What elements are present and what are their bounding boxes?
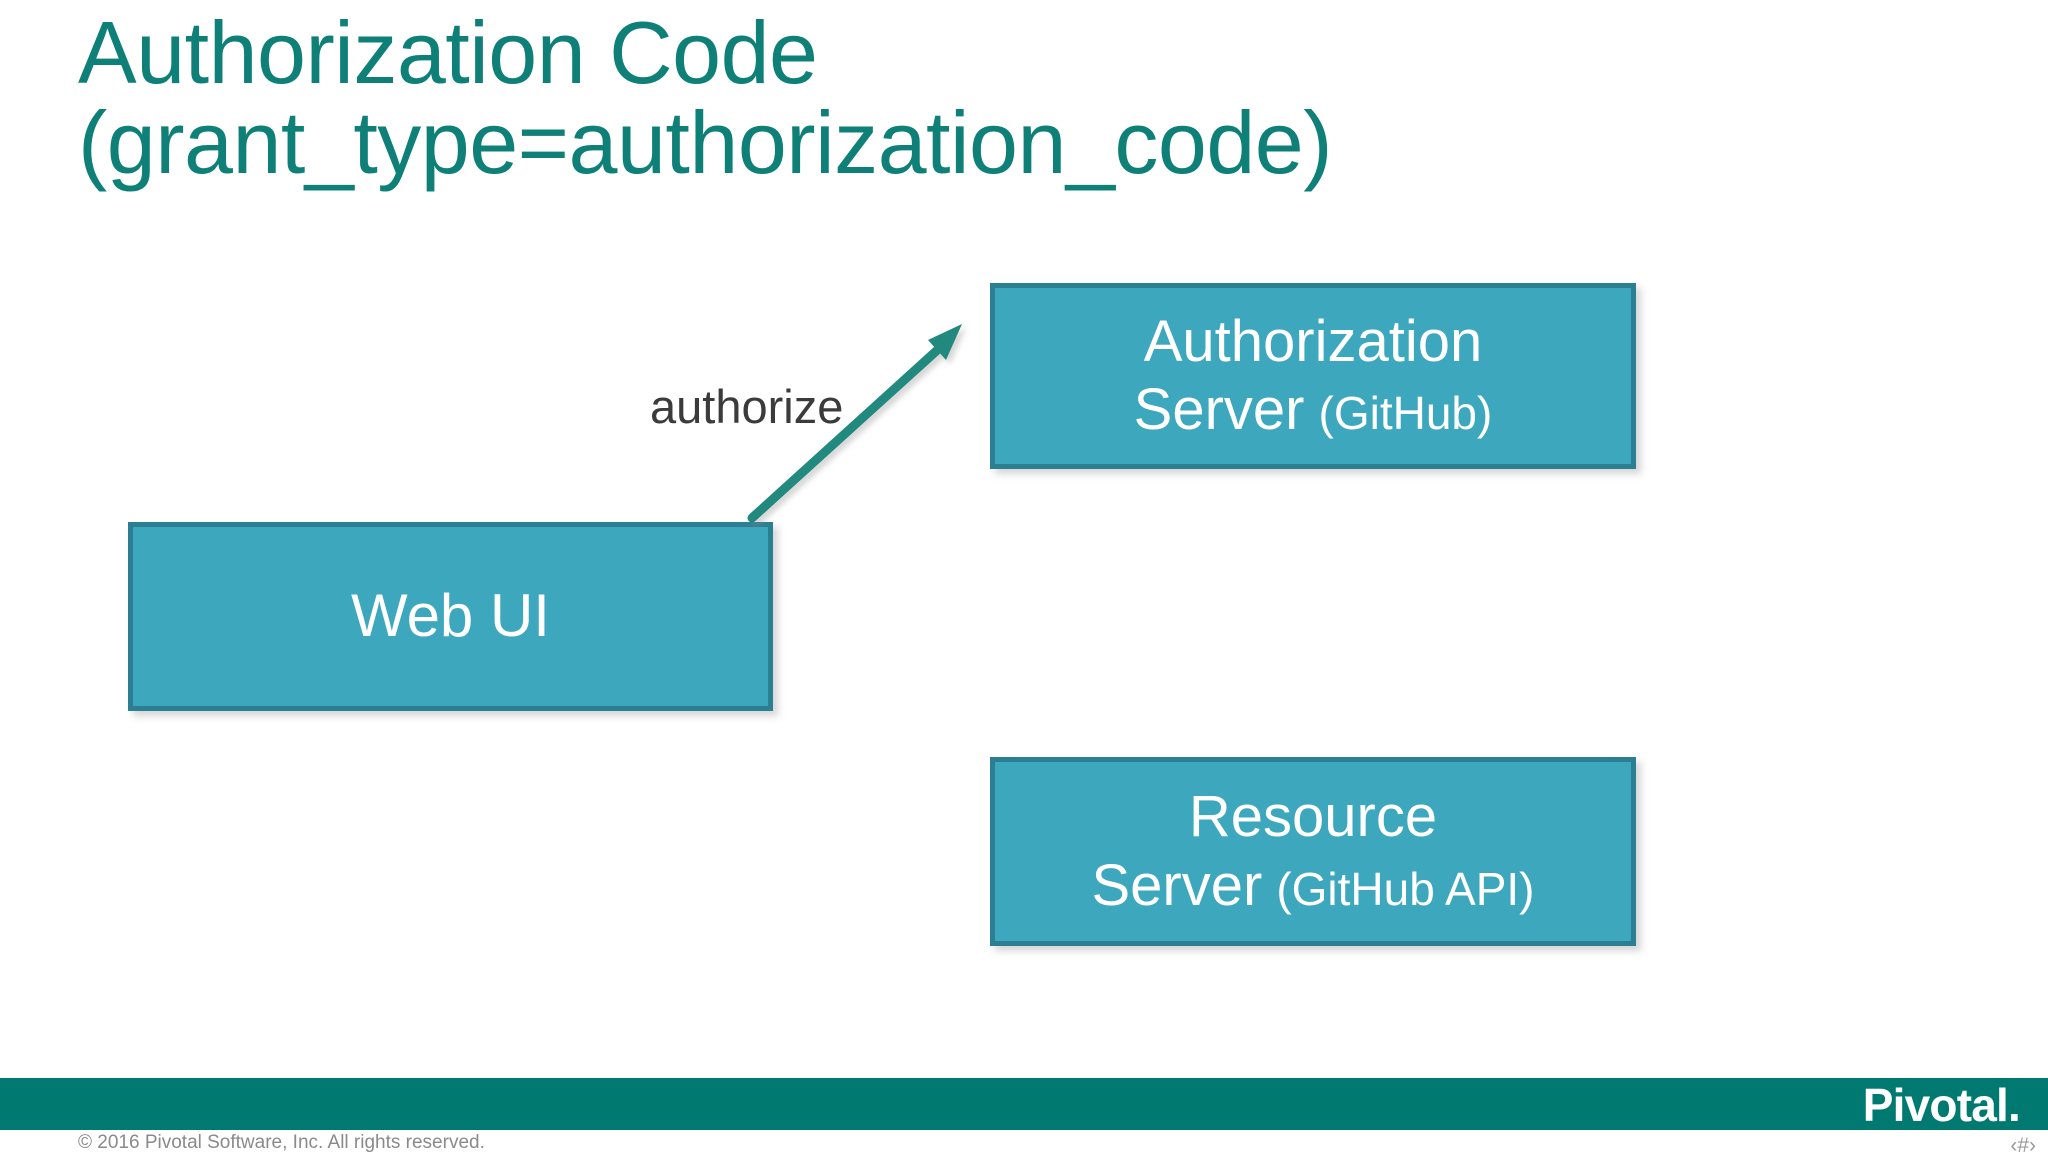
footer-bar bbox=[0, 1078, 2048, 1130]
diagram-node-resource-server[interactable]: Resource Server(GitHub API) bbox=[990, 757, 1636, 946]
node-label-line2-main: Server bbox=[1133, 377, 1305, 442]
node-label-line2: Server(GitHub) bbox=[1134, 376, 1493, 444]
node-label-line2-main: Server bbox=[1091, 852, 1263, 918]
edge-label-authorize: authorize bbox=[650, 380, 844, 433]
node-label-line2-paren: (GitHub API) bbox=[1276, 862, 1535, 915]
node-label-line1: Authorization bbox=[1143, 308, 1483, 374]
diagram-node-authorization-server[interactable]: Authorization Server(GitHub) bbox=[990, 283, 1636, 469]
node-label-line1: Resource bbox=[1188, 784, 1438, 850]
node-label-line2: Server(GitHub API) bbox=[1091, 852, 1534, 920]
pivotal-logo: Pivotal. bbox=[1862, 1079, 2021, 1131]
node-label-line2-paren: (GitHub) bbox=[1318, 387, 1493, 439]
slide-number-placeholder: ‹#› bbox=[2010, 1134, 2036, 1152]
node-label-line1: Web UI bbox=[351, 582, 550, 650]
footer-copyright: © 2016 Pivotal Software, Inc. All rights… bbox=[78, 1132, 485, 1152]
page-title: Authorization Code (grant_type=authoriza… bbox=[78, 3, 1333, 192]
diagram-node-web-ui[interactable]: Web UI bbox=[128, 522, 773, 711]
